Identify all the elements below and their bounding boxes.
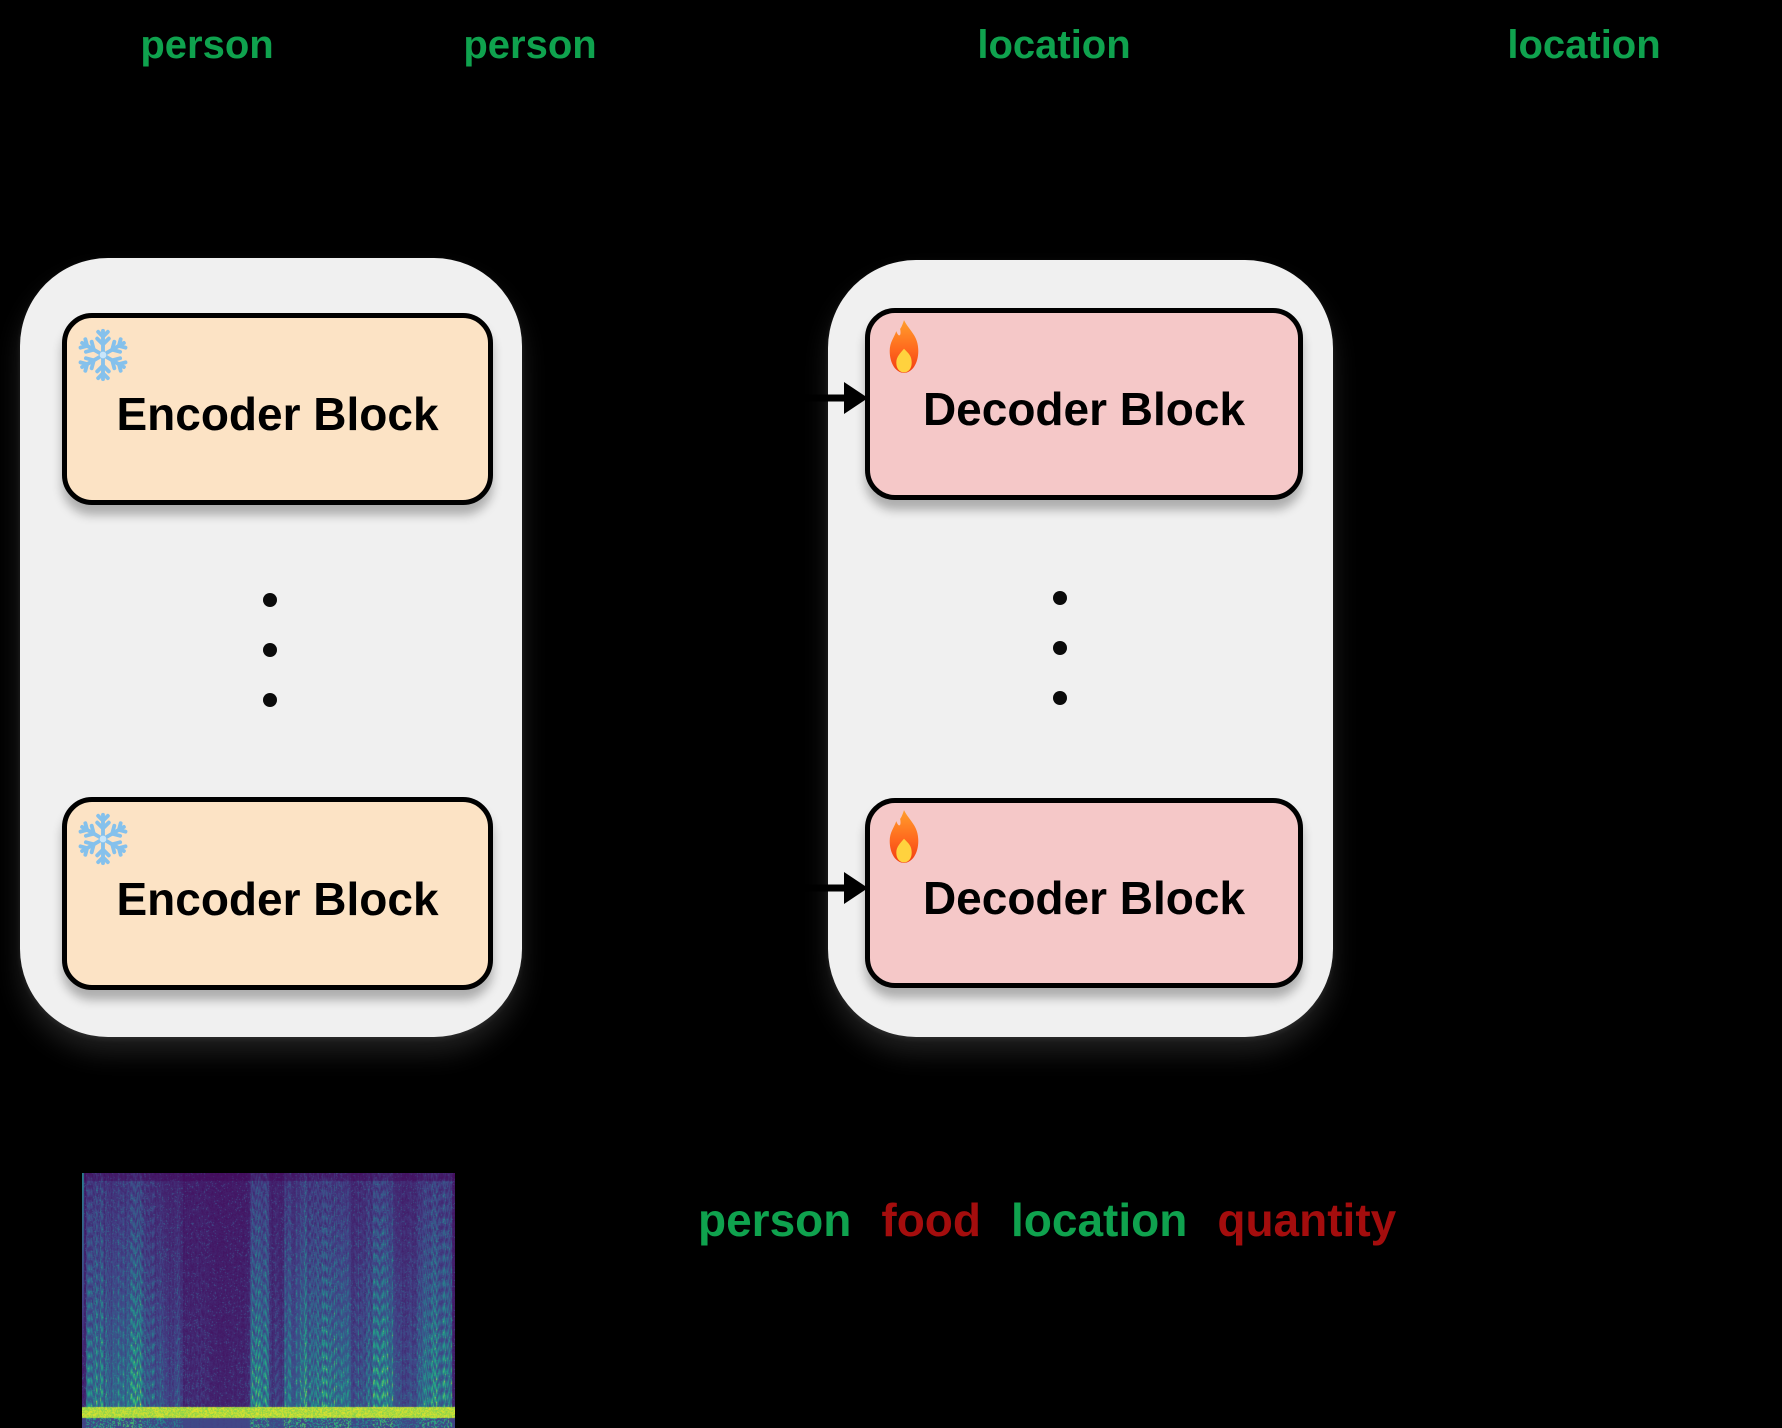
decoder-panel: Decoder Block Decoder Block (828, 260, 1333, 1037)
fire-icon (889, 320, 919, 373)
fire-icon (889, 810, 919, 863)
label-person-top-2: person (463, 23, 597, 67)
label-location-top-2: location (1507, 23, 1661, 67)
ellipsis-dot (1053, 641, 1067, 655)
ellipsis-dot (263, 693, 277, 707)
output-entity-labels: person food location quantity (698, 1192, 1396, 1248)
ellipsis-dot (263, 643, 277, 657)
decoder-input-arrow-icon (798, 376, 870, 420)
ellipsis-dot (1053, 591, 1067, 605)
spectrogram-image (82, 1173, 455, 1428)
decoder-block-label: Decoder Block (922, 383, 1246, 435)
encoder-block-2: Encoder Block (62, 797, 493, 990)
label-location-bottom: location (1011, 1194, 1188, 1246)
encoder-block-label: Encoder Block (116, 872, 439, 925)
encoder-block-label: Encoder Block (116, 388, 439, 440)
decoder-block-label: Decoder Block (922, 872, 1246, 924)
ellipsis-dot (263, 593, 277, 607)
label-person-bottom: person (698, 1194, 852, 1246)
label-quantity-bottom: quantity (1217, 1194, 1397, 1246)
snowflake-icon (77, 812, 129, 866)
snowflake-icon (77, 328, 129, 382)
decoder-input-arrow-icon (798, 866, 870, 910)
decoder-block-1: Decoder Block (865, 308, 1303, 500)
label-person-top-1: person (140, 23, 274, 67)
label-location-top-1: location (977, 23, 1131, 67)
encoder-block-1: Encoder Block (62, 313, 493, 505)
ellipsis-dot (1053, 691, 1067, 705)
label-food-bottom: food (881, 1194, 981, 1246)
decoder-block-2: Decoder Block (865, 798, 1303, 988)
encoder-panel: Encoder Block Encoder Block (20, 258, 522, 1037)
